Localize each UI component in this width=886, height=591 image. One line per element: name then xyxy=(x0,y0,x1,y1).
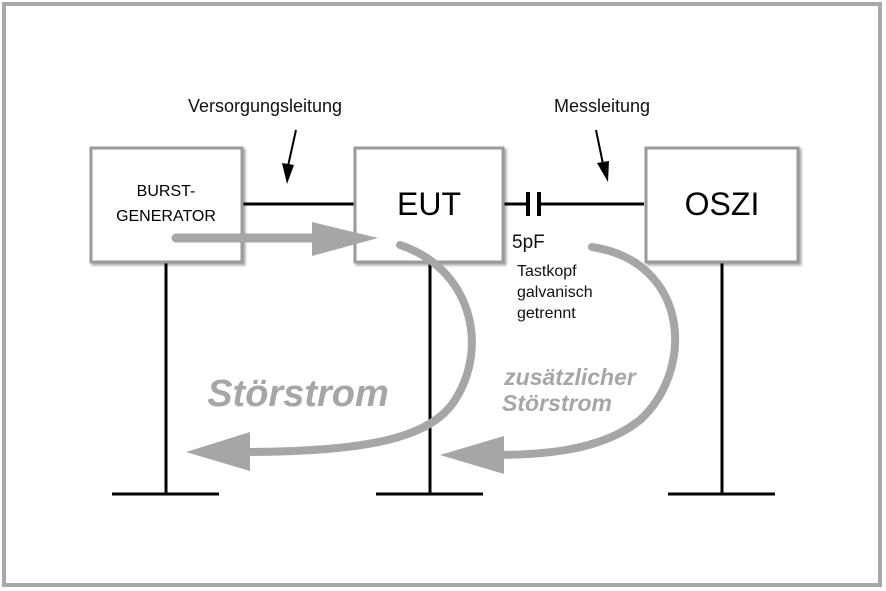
stoerstrom-arrowhead xyxy=(186,432,250,471)
tastkopf-label-line3: getrennt xyxy=(517,305,576,322)
burst-label-line1: BURST- xyxy=(137,183,196,200)
eut-label: EUT xyxy=(397,186,461,222)
eut-box xyxy=(353,146,505,264)
capacitance-label: 5pF xyxy=(512,232,545,253)
zusaetzlicher-label-line2: Störstrom xyxy=(502,390,612,416)
capacitor-symbol xyxy=(526,192,541,216)
zusaetzlicher-stoerstrom-curve xyxy=(486,243,680,459)
burst-generator-box xyxy=(89,146,244,264)
oszi-label: OSZI xyxy=(685,186,760,222)
burst-label-line2: GENERATOR xyxy=(116,208,216,225)
oszi-box xyxy=(644,146,800,264)
tastkopf-label-line2: galvanisch xyxy=(517,284,593,301)
tastkopf-label-line1: Tastkopf xyxy=(517,263,577,280)
ground-stands xyxy=(112,262,775,496)
zusaetzlicher-label-line1: zusätzlicher xyxy=(503,364,637,390)
supply-pointer-arrow xyxy=(282,129,297,184)
stoerstrom-label: Störstrom xyxy=(207,373,389,415)
messleitung-label: Messleitung xyxy=(554,96,650,116)
zusaetzlicher-stoerstrom-arrowhead xyxy=(440,436,504,474)
burst-current-arrowhead xyxy=(312,222,378,256)
measurement-pointer-arrow xyxy=(595,129,609,182)
versorgungsleitung-label: Versorgungsleitung xyxy=(188,96,342,116)
stoerstrom-curve xyxy=(236,241,476,456)
